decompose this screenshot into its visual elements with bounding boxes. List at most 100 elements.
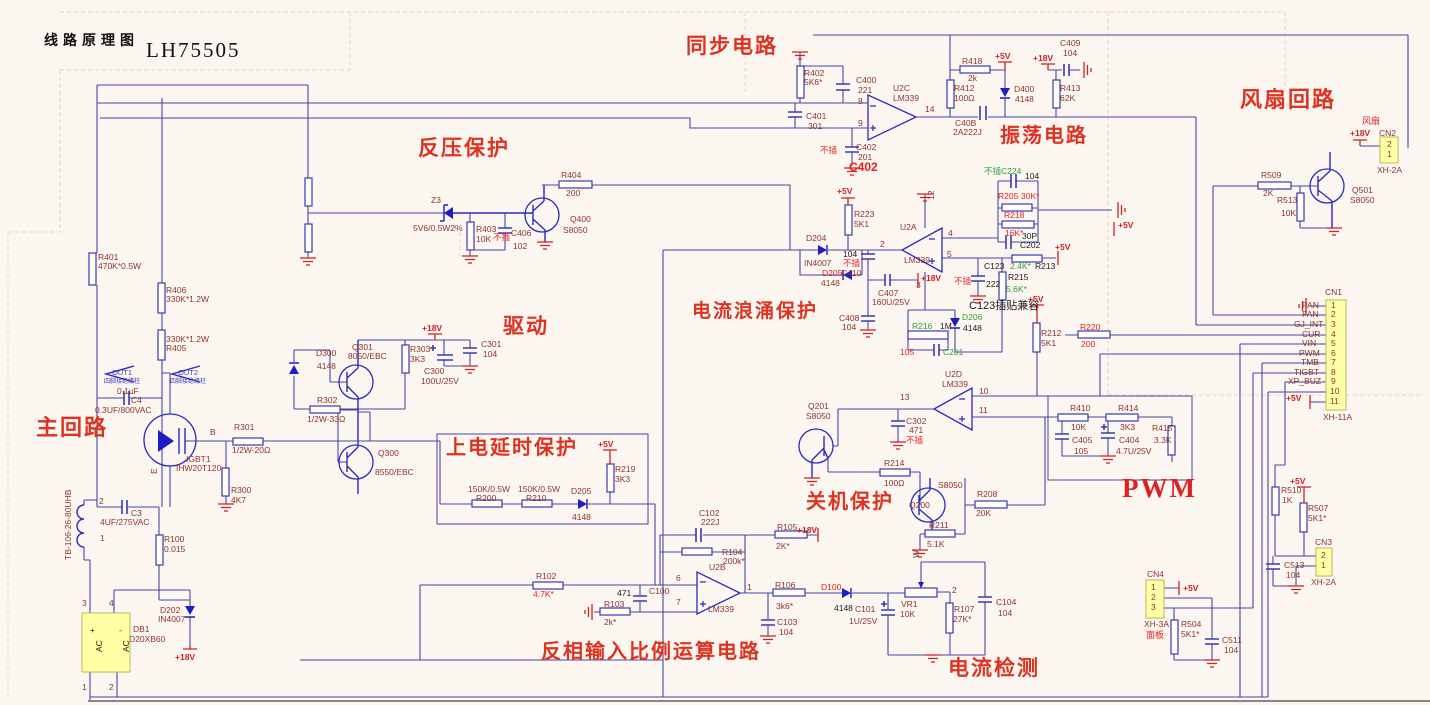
schematic-label: VIN [1302,338,1317,348]
schematic-label: R218 [1004,210,1025,220]
schematic-label: +18V [1033,53,1054,63]
schematic-label: 150K/0.5W [518,484,561,494]
schematic-label: R513 [1277,195,1298,205]
schematic-label: R213 [1035,261,1056,271]
schematic-label: 104 [998,608,1013,618]
schematic-label: 3 [1331,319,1336,329]
schematic-label: 4.7U/25V [1116,446,1152,456]
schematic-label: R103 [604,599,625,609]
schematic-label: C404 [1119,435,1140,445]
schematic-label: 2K [1263,188,1274,198]
connector-cn2 [1379,136,1399,164]
comparator-u2b [696,570,742,616]
schematic-label: - [119,625,122,635]
schematic-label: R504 [1181,619,1202,629]
schematic-label: C405 [1072,435,1093,445]
connector-cn4 [1145,579,1165,619]
schematic-label: R404 [561,170,582,180]
schematic-label: 13 [900,392,910,402]
schematic-label: 1 [1151,582,1156,592]
schematic-label: 0.3UF/800VAC [95,405,152,415]
schematic-label: 10 [1330,386,1340,396]
schematic-label: 3K3 [410,354,426,364]
schematic-label: C407 [878,288,899,298]
schematic-label: GJ_INT [1294,319,1324,329]
bridge-rectifier-db1 [81,612,131,673]
schematic-label: 5.1K [927,539,945,549]
schematic-label: 4 [948,228,953,238]
schematic-label: 100U/25V [421,376,459,386]
section-drive: 驱动 [503,315,549,338]
schematic-label: C409 [1060,38,1081,48]
region-dividers [7,11,1425,700]
schematic-label: D300 [316,348,337,358]
transistor-q200 [910,487,946,523]
vr1-wiper-arrow [918,582,924,588]
schematic-label: 10K [476,234,492,244]
schematic-label: 4148 [1015,94,1034,104]
schematic-label: 4 [1331,329,1336,339]
schematic-label: OUT2 [178,368,199,377]
schematic-label: 4148 [572,512,591,522]
diode-bars [185,97,1010,618]
schematic-label: E [149,468,159,474]
schematic-label: R106 [775,580,796,590]
schematic-label: R303 [410,344,431,354]
schematic-label: R210 [526,493,547,503]
schematic-label: 1U/25V [849,616,878,626]
delay-block-box [436,433,649,525]
schematic-label: 2k* [604,617,617,627]
section-osc: 振荡电路 [1000,125,1088,147]
schematic-label: CUR [1302,329,1321,339]
pwm-block-box [1047,395,1193,481]
schematic-label: 30P [1022,231,1038,241]
schematic-label: R403 [476,224,497,234]
schematic-label: 6 [676,573,681,583]
schematic-label: 102 [513,241,528,251]
schematic-label: 10K [1281,208,1297,218]
schematic-label: C123 [984,261,1005,271]
schematic-label: +5V [1028,294,1044,304]
schematic-label: 5.6K* [1006,284,1027,294]
schematic-label: 14 [925,104,935,114]
capacitors [121,64,1280,645]
schematic-label: R105 [777,522,798,532]
schematic-label: 10 [979,386,989,396]
schematic-label: +5V [1118,220,1134,230]
schematic-label: R412 [954,83,975,93]
schematic-label: 2A222J [953,127,982,137]
schematic-label: 四脚接绝缘柱 [170,379,207,385]
schematic-label: 1 [1321,560,1326,570]
schematic-label: R415 [1152,423,1173,433]
comparator-u2d [932,386,973,432]
schematic-label: 11 [979,405,988,415]
schematic-label: 8550/EBC [375,467,414,477]
schematic-label: 3k6* [776,601,794,611]
schematic-label: 330K*1.2W [166,294,209,304]
schematic-label: R216 [912,321,933,331]
schematic-label: D205 [822,268,843,278]
schematic-label: VR1 [901,599,918,609]
connector-cn3 [1315,547,1333,577]
schematic-label: 7 [1331,357,1336,367]
schematic-label: C410 [841,268,862,278]
schematic-label: R414 [1118,403,1139,413]
schematic-label: R402 [804,68,825,78]
schematic-label: 5V6/0.5W2% [413,223,463,233]
igbt-body [143,413,197,467]
schematic-label: 330K*1.2W [166,334,209,344]
schematic-label: 不插 [954,276,972,286]
schematic-label: 200 [566,188,581,198]
schematic-label: 4148 [317,361,336,371]
schematic-label: R212 [1041,328,1062,338]
schematic-label: C100 [649,586,670,596]
schematic-label: 1 [1387,149,1392,159]
schematic-label: +5V [837,186,853,196]
schematic-label: R418 [962,56,983,66]
schematic-label: + [90,625,95,635]
resistors [88,65,1308,655]
comparator-polarity-marks [700,105,965,607]
connector-cn3-label: CN3 [1315,537,1333,547]
schematic-label: 100Ω [884,478,905,488]
